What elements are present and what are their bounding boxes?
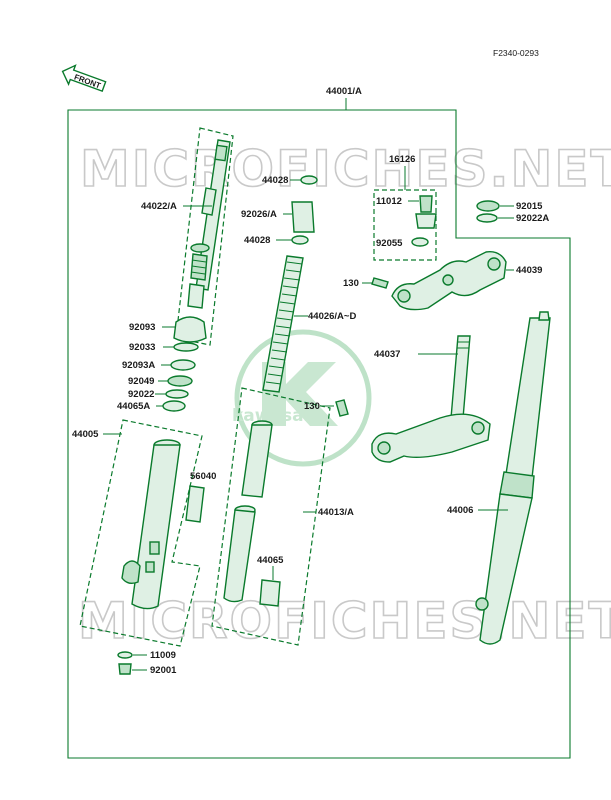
seal-92093A	[170, 359, 196, 371]
spacer-92026	[291, 201, 315, 233]
label-92055: 92055	[376, 238, 403, 249]
fork-assembly-44006	[475, 311, 551, 645]
logo-text: kawasaki	[232, 406, 321, 426]
watermark-bottom: MICROFICHES.NET	[78, 592, 611, 650]
label-11009: 11009	[150, 650, 176, 661]
washer-92022	[165, 389, 189, 399]
bolt-92001	[118, 663, 132, 675]
label-sticker-56040	[185, 485, 205, 523]
label-56040: 56040	[190, 471, 216, 482]
assembly-outline	[67, 109, 571, 759]
label-92026: 92026/A	[241, 209, 277, 220]
bolt-130-upper	[371, 277, 389, 289]
cap-bolt-outline	[373, 189, 437, 261]
label-44001: 44001/A	[326, 86, 362, 97]
fork-spring	[262, 255, 304, 393]
label-44006: 44006	[447, 505, 473, 516]
gasket-11009	[117, 651, 133, 659]
washer-44028-low	[291, 235, 309, 245]
inner-tube	[223, 420, 273, 603]
figure-code: F2340-0293	[493, 48, 539, 58]
label-16126: 16126	[389, 154, 415, 165]
label-130-upper: 130	[343, 278, 359, 289]
label-92033: 92033	[129, 342, 155, 353]
bushing-44065	[259, 579, 281, 607]
label-44028-top: 44028	[262, 175, 288, 186]
label-92015: 92015	[516, 201, 543, 212]
label-92022A: 92022A	[516, 213, 549, 224]
bushing-44065A	[162, 400, 186, 412]
label-130-lower: 130	[304, 401, 320, 412]
label-11012: 11012	[376, 196, 402, 207]
damper-rod	[187, 139, 231, 309]
label-44026: 44026/A~D	[308, 311, 356, 322]
nut-92015	[476, 200, 500, 212]
label-92093: 92093	[129, 322, 155, 333]
watermark-top: MICROFICHES.NET	[80, 140, 611, 198]
label-92049: 92049	[128, 376, 154, 387]
bolt-11012	[419, 195, 433, 213]
label-44005: 44005	[72, 429, 99, 440]
front-arrow-icon: FRONT	[61, 64, 107, 93]
snap-ring-92033	[173, 342, 199, 352]
label-44022: 44022/A	[141, 201, 177, 212]
washer-44028-top	[300, 175, 318, 185]
label-44065A: 44065A	[117, 401, 150, 412]
label-44013: 44013/A	[318, 507, 354, 518]
oil-seal-92093	[173, 316, 207, 343]
label-92093A: 92093A	[122, 360, 155, 371]
inner-tube-outline	[211, 387, 331, 646]
label-44039: 44039	[516, 265, 542, 276]
bolt-130-lower	[335, 399, 349, 417]
outer-tube	[121, 439, 181, 610]
label-44028-low: 44028	[244, 235, 270, 246]
o-ring-92055	[411, 237, 429, 247]
damper-outline	[175, 127, 234, 346]
cap-bolt-body	[415, 213, 437, 229]
label-44037: 44037	[374, 349, 400, 360]
label-44065: 44065	[257, 555, 284, 566]
label-92022: 92022	[128, 389, 154, 400]
label-92001: 92001	[150, 665, 177, 676]
seal-92049	[167, 375, 193, 387]
steering-stem-44037	[371, 335, 491, 463]
washer-92022A	[476, 213, 498, 223]
outer-tube-outline	[79, 419, 203, 647]
